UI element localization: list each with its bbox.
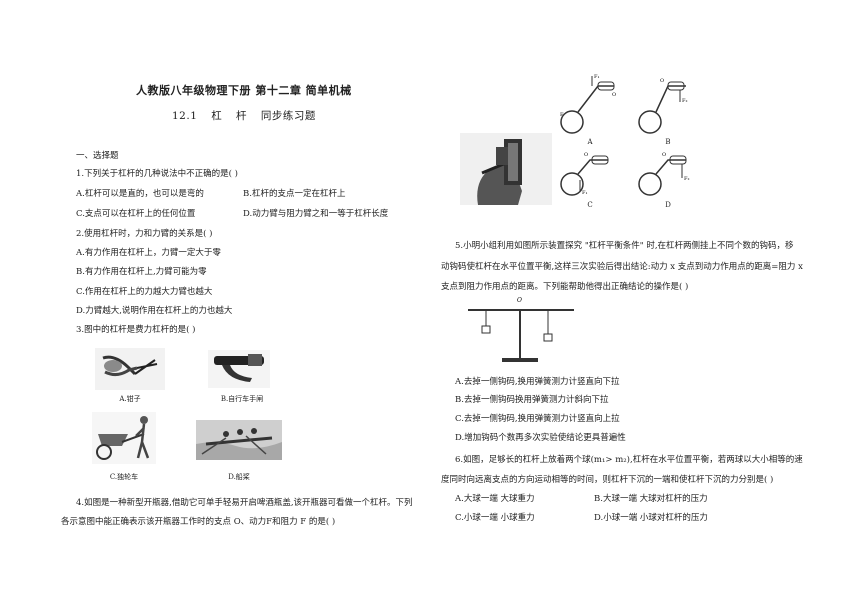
q2-option-d: D.力臂越大,说明作用在杠杆上的力也越大 <box>76 306 233 316</box>
lever-balance-apparatus: O <box>468 297 574 362</box>
q1-option-a: A.杠杆可以是直的，也可以是弯的 <box>76 189 204 199</box>
q5-line-1: 5.小明小组利用如图所示装置探究 "杠杆平衡条件" 时,在杠杆两侧挂上不同个数的… <box>455 241 794 251</box>
bottle-opener-photo <box>460 133 552 205</box>
q5-line-2: 动钩码使杠杆在水平位置平衡,这样三次实验后得出结论:动力 x 支点到动力作用点的… <box>441 262 803 272</box>
q4-fig-label-c: C <box>587 201 593 209</box>
q3-caption-a: A.钳子 <box>119 395 141 403</box>
page-title: 人教版八年级物理下册 第十二章 简单机械 <box>136 84 352 97</box>
q1-option-b: B.杠杆的支点一定在杠杆上 <box>243 189 346 199</box>
q2-option-c: C.作用在杠杆上的力越大力臂也越大 <box>76 287 213 297</box>
q2-option-b: B.有力作用在杠杆上,力臂可能为零 <box>76 267 207 277</box>
q4-line-1: 4.如图是一种新型开瓶器,借助它可单手轻易开启啤酒瓶盖,该开瓶器可看做一个杠杆。… <box>76 498 413 508</box>
fulcrum-label: O <box>517 297 522 304</box>
q1-stem: 1.下列关于杠杆的几种说法中不正确的是( ) <box>76 169 238 179</box>
q1-option-c: C.支点可以在杠杆上的任何位置 <box>76 209 196 219</box>
q5-option-b: B.去掉一侧钩码换用弹簧测力计斜向下拉 <box>455 395 609 405</box>
section-heading: 一、选择题 <box>76 151 119 161</box>
q5-line-3: 支点到阻力作用点的距离。下列能帮助他得出正确结论的操作是( ) <box>441 282 689 292</box>
opener-diagram-c: O F₁ <box>560 152 609 196</box>
q3-caption-d: D.船桨 <box>228 473 250 481</box>
svg-text:F: F <box>560 112 564 118</box>
q4-fig-label-a: A <box>587 138 593 146</box>
q1-option-d: D.动力臂与阻力臂之和一等于杠杆长度 <box>243 209 389 219</box>
q6-option-d: D.小球一端 小球对杠杆的压力 <box>594 513 708 523</box>
q6-option-c: C.小球一端 小球重力 <box>455 513 535 523</box>
svg-text:F₂: F₂ <box>682 98 687 104</box>
q2-stem: 2.使用杠杆时，力和力臂的关系是( ) <box>76 229 213 239</box>
svg-text:O: O <box>662 152 666 158</box>
q2-option-a: A.有力作用在杠杆上，力臂一定大于零 <box>76 248 221 258</box>
q3-stem: 3.图中的杠杆是费力杠杆的是( ) <box>76 325 196 335</box>
q6-line-1: 6.如图，足够长的杠杆上放着两个球(m₁> m₂),杠杆在水平位置平衡，若两球以… <box>455 455 803 465</box>
opener-diagram-a: F₁ F O <box>560 74 616 134</box>
q5-option-c: C.去掉一侧钩码,换用弹簧测力计竖直向上拉 <box>455 414 620 424</box>
q3-caption-c: C.独轮车 <box>109 473 139 481</box>
svg-text:F₂: F₂ <box>684 176 689 182</box>
svg-text:O: O <box>584 152 588 158</box>
svg-text:O: O <box>660 78 664 84</box>
pliers-photo <box>95 348 165 390</box>
q5-option-a: A.去掉一侧钩码,换用弹簧测力计竖直向下拉 <box>455 377 620 387</box>
q5-option-d: D.增加钩码个数再多次实验使结论更具普遍性 <box>455 433 626 443</box>
q4-line-2: 各示意图中能正确表示该开瓶器工作时的支点 O、动力F和阻力 F 的是( ) <box>61 517 336 527</box>
svg-text:F₁: F₁ <box>594 74 599 80</box>
svg-text:O: O <box>612 92 616 98</box>
wheelbarrow-photo <box>92 412 156 464</box>
q6-option-a: A.大球一端 大球重力 <box>455 494 535 504</box>
bike-brake-photo <box>208 350 270 388</box>
q3-caption-b: B.自行车手闸 <box>220 395 264 403</box>
q4-fig-label-d: D <box>665 201 671 209</box>
opener-diagram-d: O F₂ <box>638 152 689 196</box>
rowing-photo <box>196 420 282 460</box>
svg-text:F₁: F₁ <box>582 190 587 196</box>
q4-fig-label-b: B <box>665 138 671 146</box>
q6-option-b: B.大球一端 大球对杠杆的压力 <box>594 494 708 504</box>
page-subtitle: 12.1 杠 杆 同步练习题 <box>172 110 316 122</box>
q6-line-2: 度同时向远离支点的方向运动相等的时间，则杠杆下沉的一端和使杠杆下沉的力分别是( … <box>441 475 774 485</box>
opener-diagram-b: O F₂ <box>638 78 687 134</box>
